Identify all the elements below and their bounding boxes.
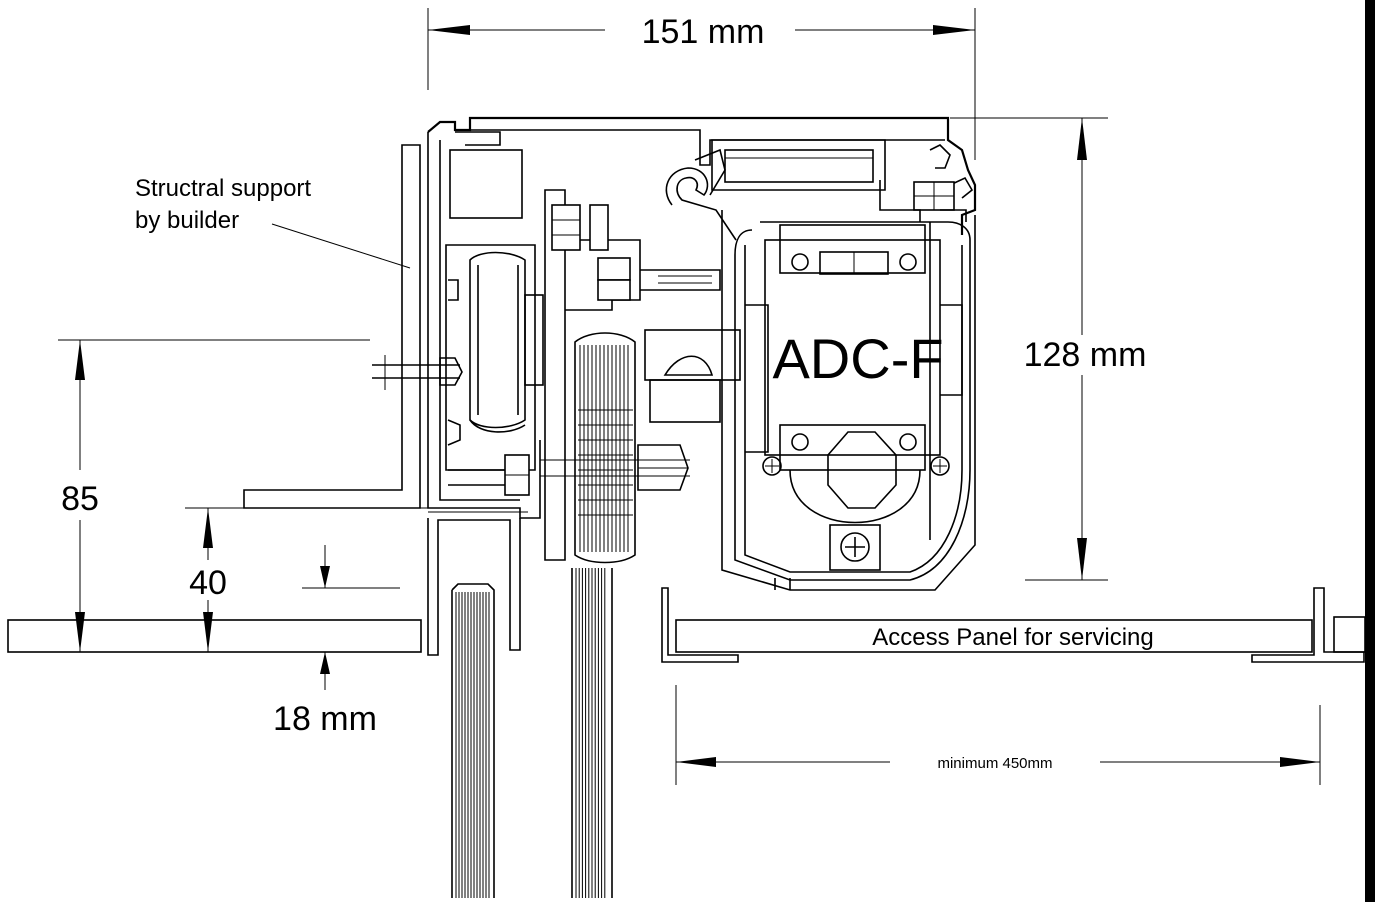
drive-pulley: [574, 332, 636, 564]
mounting-bolt-top: [913, 181, 955, 211]
door-leaf-right: [571, 568, 613, 898]
dim-18-label: 18 mm: [273, 700, 377, 738]
height-label: 128 mm: [1024, 336, 1147, 374]
support-label-line1: Structral support: [135, 175, 311, 202]
support-label-line2: by builder: [135, 207, 239, 234]
min-clearance-label: minimum 450mm: [937, 755, 1052, 772]
width-label: 151 mm: [642, 13, 765, 51]
motor-shaft: [644, 329, 741, 423]
access-panel-label: Access Panel for servicing: [872, 624, 1153, 651]
dim-40-label: 40: [189, 564, 227, 602]
motor-housing: ADC-F: [721, 180, 976, 591]
dimension-450: minimum 450mm: [675, 685, 1321, 785]
width-dimension: 151 mm: [427, 8, 976, 160]
support-bracket: [243, 144, 421, 509]
dimension-18: 18 mm: [273, 545, 400, 738]
cable-channel: [694, 139, 886, 196]
model-label: ADC-F: [772, 327, 943, 390]
carriage-wheel: [372, 251, 544, 433]
door-guide: [427, 511, 528, 656]
door-leaf-left: [451, 583, 495, 898]
dim-85-label: 85: [61, 480, 99, 518]
dimension-85: 85: [58, 339, 370, 652]
dimension-40: 40: [185, 507, 428, 652]
lower-bolts: [504, 444, 690, 496]
profile-hook: [665, 167, 737, 241]
right-edge-bar: [1365, 0, 1375, 902]
carriage-plate: [544, 189, 721, 561]
header-profile: [427, 116, 977, 519]
ceiling-panel-left: [7, 619, 422, 653]
support-annotation: Structral support by builder: [135, 175, 411, 269]
height-dimension: 128 mm: [950, 117, 1147, 581]
access-panel: Access Panel for servicing: [661, 587, 1366, 663]
